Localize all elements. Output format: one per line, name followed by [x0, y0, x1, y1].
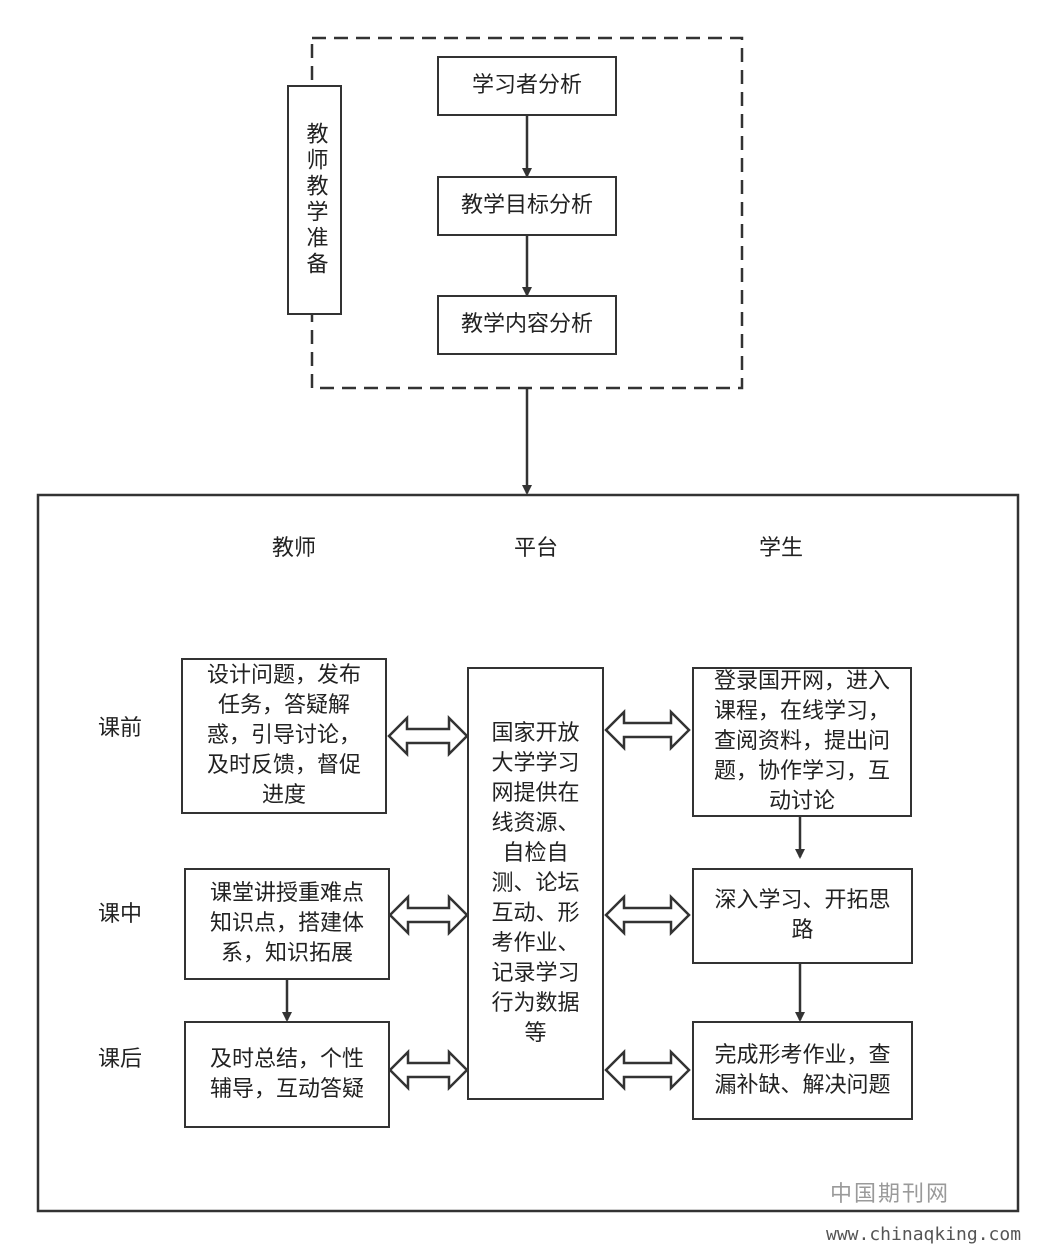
source-url: www.chinaqking.com — [826, 1224, 1022, 1245]
watermark-text: 中国期刊网 — [830, 1182, 951, 1207]
student-box-pre-text: 登录国开网，进入课程，在线学习，查阅资料，提出问题，协作学习，互动讨论 — [714, 669, 891, 814]
platform-box: 国家开放大学学习网提供在线资源、自检自测、论坛互动、形考作业、记录学习行为数据等 — [467, 667, 604, 1100]
prep-step-goal: 教学目标分析 — [437, 176, 617, 236]
double-arrow-teacher-pre — [387, 714, 469, 758]
teacher-box-mid: 课堂讲授重难点知识点，搭建体系，知识拓展 — [184, 868, 390, 980]
teacher-box-pre-text: 设计问题，发布任务，答疑解惑，引导讨论，及时反馈，督促进度 — [206, 663, 361, 808]
student-box-mid-text: 深入学习、开拓思路 — [714, 888, 891, 943]
double-arrow-teacher-post — [388, 1048, 469, 1092]
teacher-box-pre: 设计问题，发布任务，答疑解惑，引导讨论，及时反馈，督促进度 — [181, 658, 387, 814]
prep-step-learner-text: 学习者分析 — [471, 73, 582, 98]
phase-label-post: 课后 — [98, 1047, 143, 1072]
teacher-box-mid-text: 课堂讲授重难点知识点，搭建体系，知识拓展 — [209, 881, 364, 966]
teacher-prep-label: 教师教学准备 — [302, 122, 328, 278]
phase-label-pre: 课前 — [98, 716, 143, 741]
teacher-box-post-text: 及时总结，个性辅导，互动答疑 — [209, 1046, 364, 1102]
student-box-mid: 深入学习、开拓思路 — [692, 868, 913, 964]
platform-box-text: 国家开放大学学习网提供在线资源、自检自测、论坛互动、形考作业、记录学习行为数据等 — [491, 720, 580, 1046]
teacher-box-post: 及时总结，个性辅导，互动答疑 — [184, 1021, 390, 1128]
prep-step-goal-text: 教学目标分析 — [460, 193, 593, 218]
student-box-post-text: 完成形考作业，查漏补缺、解决问题 — [714, 1042, 891, 1098]
double-arrow-student-post — [604, 1048, 691, 1092]
student-box-pre: 登录国开网，进入课程，在线学习，查阅资料，提出问题，协作学习，互动讨论 — [692, 667, 912, 817]
double-arrow-student-mid — [604, 893, 691, 937]
column-header-platform: 平台 — [514, 536, 559, 561]
phase-label-mid: 课中 — [98, 902, 143, 927]
main-frame — [36, 493, 1020, 1213]
teacher-prep-label-box: 教师教学准备 — [287, 85, 342, 315]
student-box-post: 完成形考作业，查漏补缺、解决问题 — [692, 1021, 913, 1120]
double-arrow-teacher-mid — [388, 893, 469, 937]
prep-step-learner: 学习者分析 — [437, 56, 617, 116]
prep-step-content-text: 教学内容分析 — [460, 312, 593, 337]
column-header-student: 学生 — [759, 536, 804, 561]
prep-step-content: 教学内容分析 — [437, 295, 617, 355]
double-arrow-student-pre — [604, 708, 691, 752]
column-header-teacher: 教师 — [272, 536, 317, 561]
